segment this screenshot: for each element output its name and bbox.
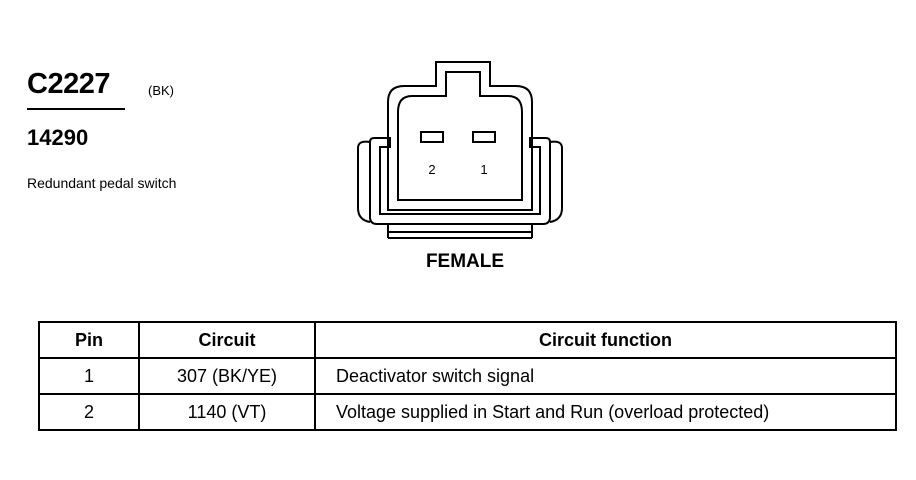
connector-shroud-inner [357, 148, 371, 223]
connector-id: C2227 [27, 68, 110, 100]
color-code: (BK) [148, 83, 174, 98]
connector-face-diagram: 2 1 [357, 61, 563, 239]
column-header-circuit-function: Circuit function [314, 321, 897, 359]
cell-circuit-function: Voltage supplied in Start and Run (overl… [314, 393, 897, 431]
column-header-circuit: Circuit [138, 321, 316, 359]
pin-cavity-1 [472, 131, 496, 143]
cell-circuit: 1140 (VT) [138, 393, 316, 431]
column-header-pin: Pin [38, 321, 140, 359]
connector-shroud-inner-right [549, 148, 563, 223]
table-header-row: Pin Circuit Circuit function [38, 321, 897, 359]
connector-body-outline [387, 61, 533, 211]
cell-pin: 2 [38, 393, 140, 431]
connector-description: Redundant pedal switch [27, 175, 177, 191]
part-number: 14290 [27, 125, 89, 150]
pin-label-2: 2 [428, 162, 435, 177]
pin-cavity-2 [420, 131, 444, 143]
pin-label-1: 1 [480, 162, 487, 177]
cell-circuit: 307 (BK/YE) [138, 357, 316, 395]
connector-shroud-outline [369, 137, 551, 225]
connector-gender-label: FEMALE [425, 251, 505, 272]
table-row: 2 1140 (VT) Voltage supplied in Start an… [38, 393, 897, 431]
connector-body-inner [397, 71, 523, 201]
table-row: 1 307 (BK/YE) Deactivator switch signal [38, 357, 897, 395]
connector-id-underline [27, 108, 125, 110]
pin-table: Pin Circuit Circuit function 1 307 (BK/Y… [38, 321, 897, 431]
cell-circuit-function: Deactivator switch signal [314, 357, 897, 395]
cell-pin: 1 [38, 357, 140, 395]
